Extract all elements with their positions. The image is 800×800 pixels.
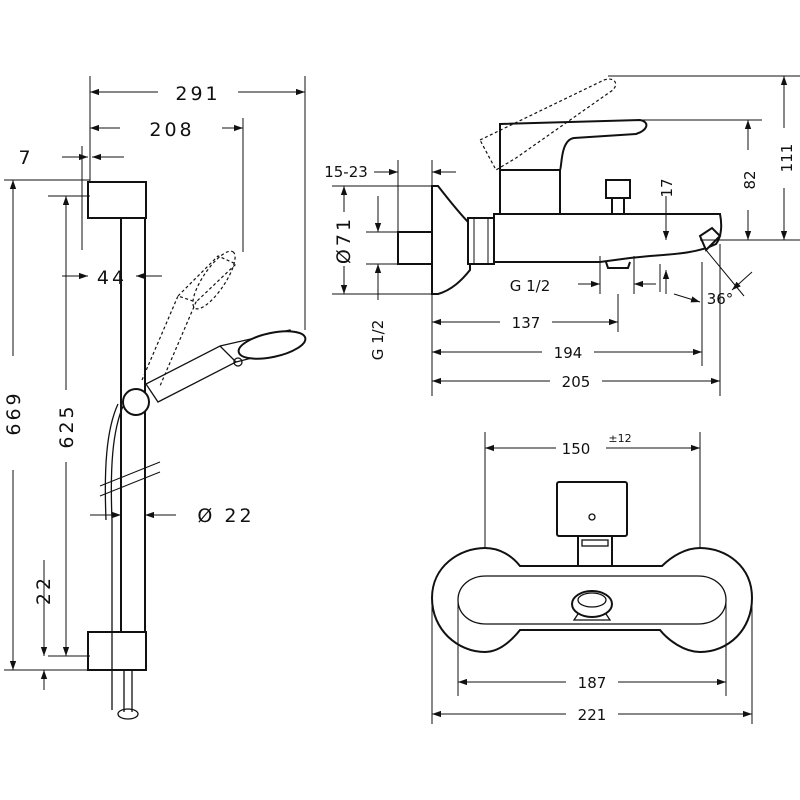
mixer-side-view: 15-23 Ø71 G 1/2 G 1/2 17 82 111 36° [324, 75, 800, 396]
front-lever [556, 481, 628, 537]
spout-outlet [698, 226, 722, 252]
bottom-outlet [605, 261, 631, 269]
dim-22: 22 [33, 575, 55, 605]
dim-g12-left: G 1/2 [369, 320, 387, 361]
dim-187: 187 [578, 674, 607, 692]
handshower-handle [145, 345, 238, 403]
wall-connector [397, 231, 433, 265]
dim-15-23: 15-23 [324, 163, 368, 181]
cartridge-housing [499, 167, 561, 215]
dim-tolerance: ±12 [608, 432, 631, 445]
dim-221: 221 [578, 706, 607, 724]
dim-7: 7 [18, 147, 33, 169]
dim-36-degree: 36° [707, 290, 734, 308]
front-inner-opening [457, 575, 727, 625]
dim-44: 44 [97, 267, 127, 289]
dim-137: 137 [512, 314, 541, 332]
dim-205: 205 [562, 373, 591, 391]
dim-669: 669 [3, 390, 25, 435]
dim-diameter-71: Ø71 [333, 216, 355, 264]
shower-rail-view: 291 208 7 44 669 625 Ø 22 22 [3, 76, 307, 720]
dim-82: 82 [741, 170, 759, 189]
diverter-knob [605, 179, 631, 199]
mixer-lever [499, 118, 648, 171]
dim-208: 208 [149, 119, 194, 141]
mixer-body [493, 213, 723, 263]
dim-150: 150 [562, 440, 591, 458]
front-cartridge-housing [577, 535, 613, 567]
dim-17: 17 [658, 178, 676, 197]
top-wall-bracket [87, 181, 147, 219]
dim-625: 625 [56, 403, 78, 448]
union-nut [467, 217, 495, 265]
lever-alt-position [479, 78, 617, 171]
dim-194: 194 [554, 344, 583, 362]
dim-291: 291 [175, 83, 220, 105]
front-diverter-knob [571, 590, 613, 618]
dim-111: 111 [778, 144, 796, 173]
bottom-wall-bracket [87, 631, 147, 671]
handshower-alt-position [141, 255, 238, 387]
dim-g12-bottom: G 1/2 [510, 277, 551, 295]
handshower-head [237, 330, 307, 360]
dim-22-diameter: Ø 22 [197, 505, 254, 527]
escutcheon [431, 185, 471, 295]
slider-knob [122, 388, 150, 416]
mixer-front-view: 150 ±12 187 221 [430, 432, 754, 724]
